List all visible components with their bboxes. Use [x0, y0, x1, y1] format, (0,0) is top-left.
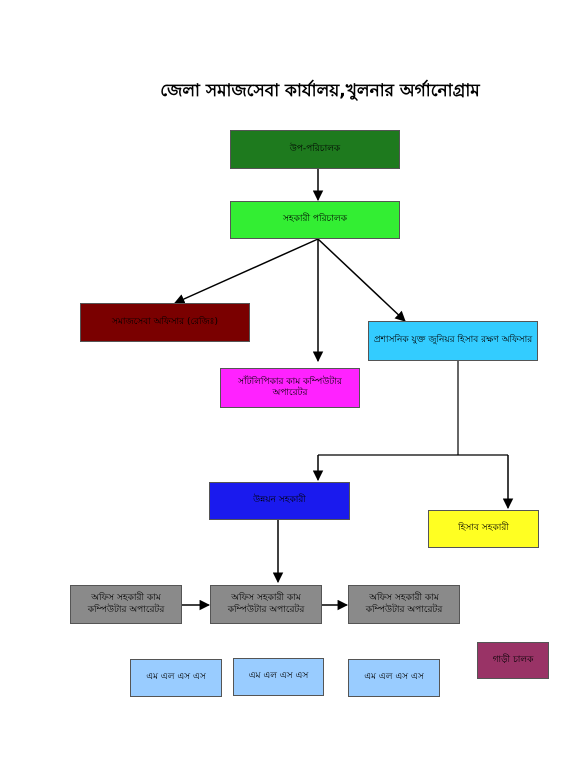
chart-title: জেলা সমাজসেবা কার্যালয়,খুলনার অর্গানোগ্…	[160, 81, 480, 101]
node-mlss-2: এম এল এস এস	[233, 658, 324, 696]
node-label: উপ-পরিচালক	[289, 143, 341, 154]
node-label: হিসাব সহকারী	[458, 523, 509, 534]
node-label: প্রশাসনিক যুক্ত জুনিয়র হিসাব রক্ষণ অফিস…	[373, 335, 533, 346]
node-label: এম এল এস এস	[364, 672, 424, 683]
node-office-assistant-2: অফিস সহকারী কাম কম্পিউটার অপারেটর	[210, 585, 322, 624]
node-label: সমাজসেবা অফিসার (রেজিঃ)	[111, 316, 218, 327]
node-label: অফিস সহকারী কাম কম্পিউটার অপারেটর	[365, 593, 443, 615]
node-mlss-1: এম এল এস এস	[130, 659, 222, 697]
node-admin-accounts-officer: প্রশাসনিক যুক্ত জুনিয়র হিসাব রক্ষণ অফিস…	[368, 321, 538, 361]
node-label: অফিস সহকারী কাম কম্পিউটার অপারেটর	[227, 593, 305, 615]
node-assistant-director: সহকারী পরিচালক	[230, 201, 400, 239]
node-development-assistant: উন্নয়ন সহকারী	[209, 482, 350, 520]
arrow-assistant-to-social	[174, 238, 319, 304]
node-label: এম এল এস এস	[146, 672, 206, 683]
node-driver: গাড়ী চালক	[477, 642, 549, 679]
node-label: গাড়ী চালক	[492, 654, 534, 665]
node-accounts-assistant: হিসাব সহকারী	[428, 510, 539, 548]
node-stenographer: সাঁটলিপিকার কাম কম্পিউটার অপারেটর	[220, 368, 360, 408]
node-label: সাঁটলিপিকার কাম কম্পিউটার অপারেটর	[238, 376, 342, 398]
node-label: এম এল এস এস	[248, 671, 309, 682]
node-social-services-officer: সমাজসেবা অফিসার (রেজিঃ)	[80, 303, 250, 342]
node-office-assistant-1: অফিস সহকারী কাম কম্পিউটার অপারেটর	[70, 585, 182, 624]
node-deputy-director: উপ-পরিচালক	[230, 130, 400, 169]
node-label: উন্নয়ন সহকারী	[253, 495, 306, 506]
node-label: অফিস সহকারী কাম কম্পিউটার অপারেটর	[87, 593, 165, 615]
node-label: সহকারী পরিচালক	[282, 214, 348, 225]
arrow-assistant-to-admin	[317, 238, 406, 322]
node-mlss-3: এম এল এস এস	[348, 659, 440, 697]
node-office-assistant-3: অফিস সহকারী কাম কম্পিউটার অপারেটর	[348, 585, 460, 624]
